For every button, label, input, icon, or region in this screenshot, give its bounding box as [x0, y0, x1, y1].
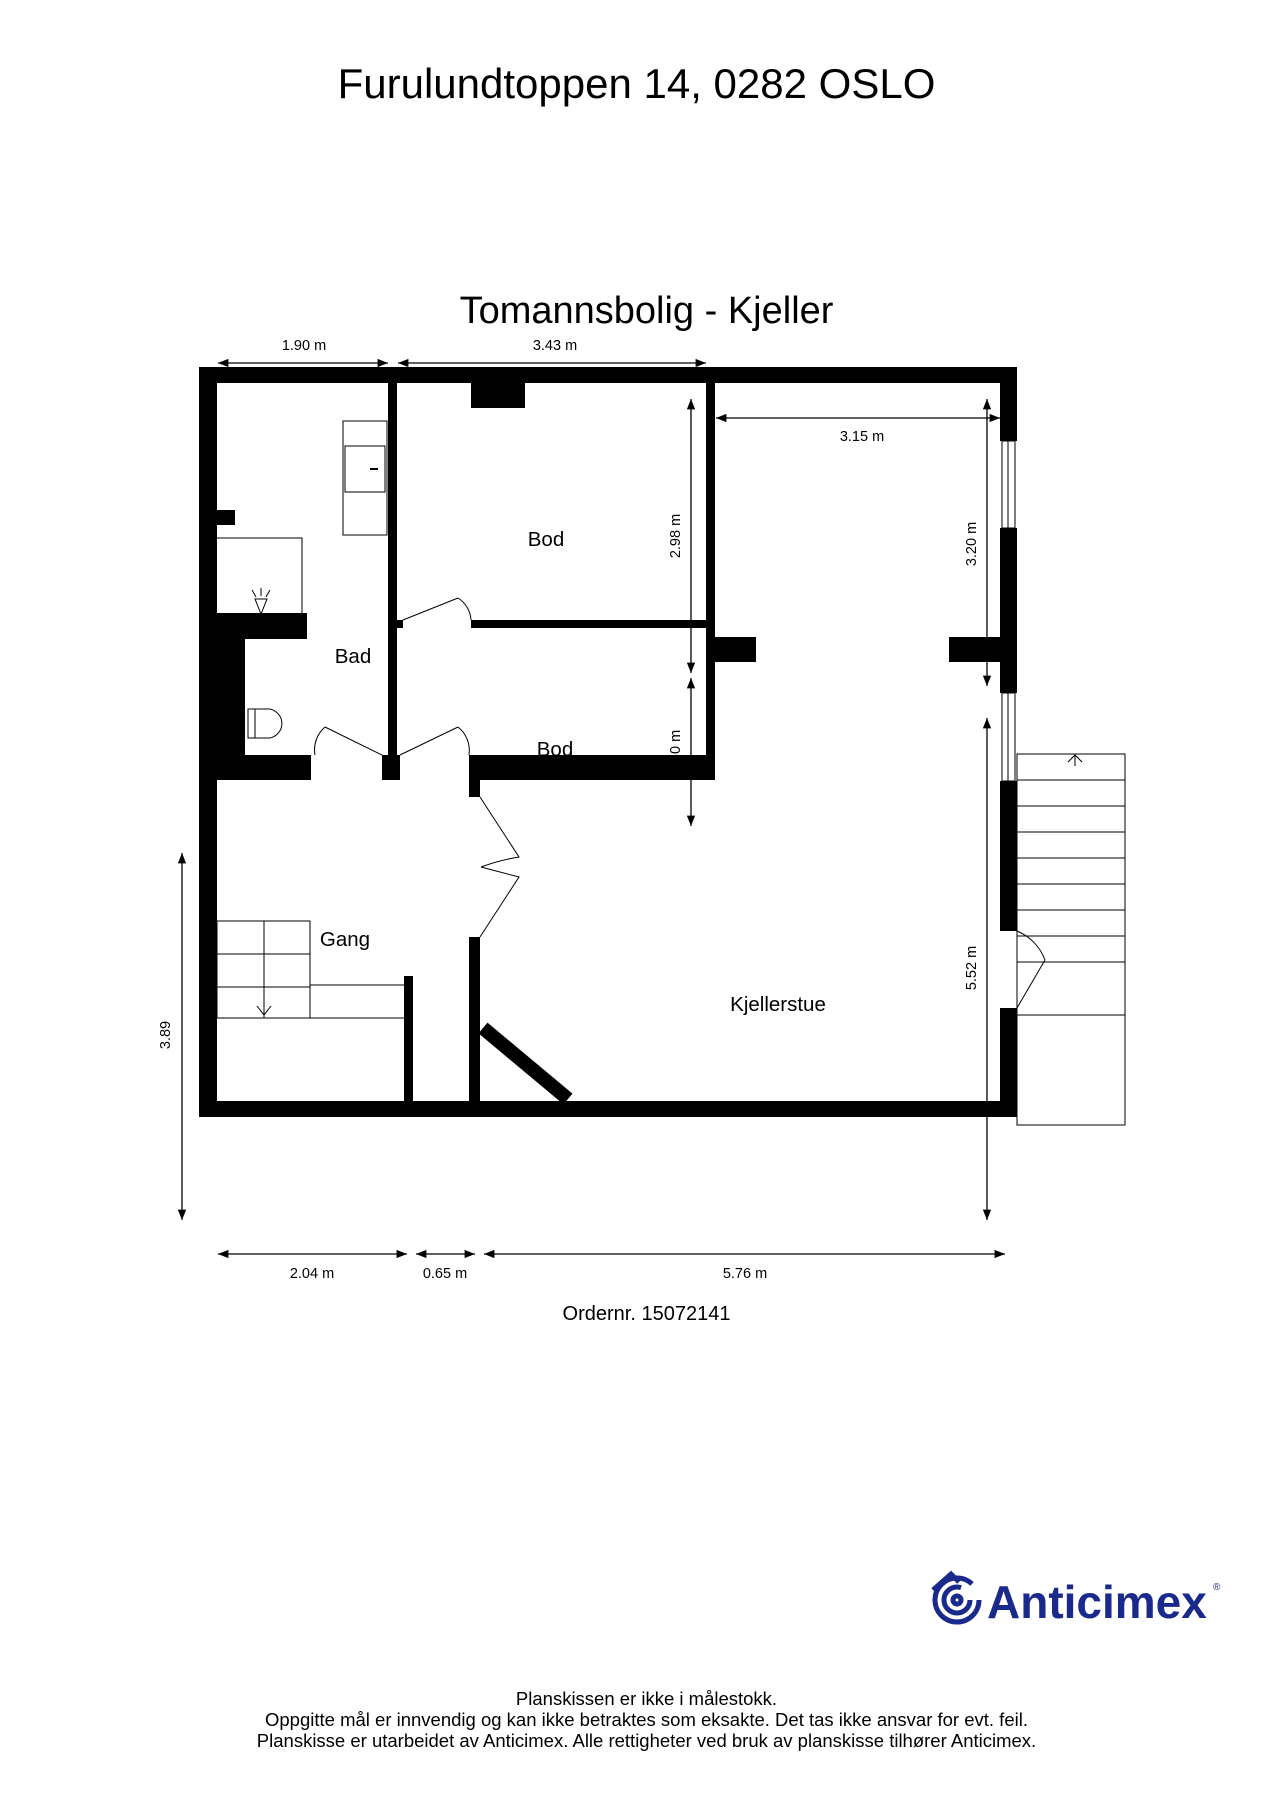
- room-label-kjellerstue: Kjellerstue: [730, 993, 826, 1016]
- dim-left-gang: 3.89: [158, 1021, 174, 1049]
- windows: [1001, 440, 1016, 782]
- double-door-kjellerstue: [479, 796, 520, 938]
- dim-right-lower: 5.52 m: [964, 946, 980, 990]
- dim-right-upper: 3.20 m: [964, 522, 980, 566]
- anticimex-logo: Anticimex ®: [931, 1570, 1221, 1628]
- anticimex-spiral-house-icon: [931, 1570, 982, 1625]
- stair-up-arrow-icon: [1067, 754, 1083, 766]
- dim-bottom-left: 2.04 m: [290, 1266, 334, 1282]
- room-label-bod-upper: Bod: [528, 528, 564, 551]
- dim-bod-lower-depth: 1.60 m: [668, 730, 684, 774]
- disclaimer-line-3: Planskisse er utarbeidet av Anticimex. A…: [256, 1730, 1037, 1751]
- dim-top-left: 1.90 m: [282, 338, 326, 354]
- disclaimer-line-1: Planskissen er ikke i målestokk.: [515, 1688, 778, 1709]
- fixtures: [216, 420, 1126, 1126]
- svg-text:Anticimex: Anticimex: [987, 1576, 1207, 1628]
- room-label-gang: Gang: [320, 928, 370, 951]
- dim-bottom-right: 5.76 m: [723, 1266, 767, 1282]
- room-label-bod-lower: Bod: [537, 738, 573, 761]
- stair-outside: [1016, 753, 1126, 1126]
- stair-arrow-icon: [256, 990, 272, 1016]
- order-number: Ordernr. 15072141: [562, 1303, 731, 1325]
- door-bod-lower: [399, 726, 470, 756]
- disclaimer-line-2: Oppgitte mål er innvendig og kan ikke be…: [265, 1709, 1028, 1730]
- disclaimer: Planskissen er ikke i målestokk. Oppgitt…: [0, 1688, 1273, 1751]
- room-labels: Bod Bad Bod Gang Kjellerstue: [320, 528, 826, 1016]
- dimension-labels: 1.90 m 3.43 m 3.15 m 2.98 m 1.60 m 3.20 …: [158, 338, 980, 1282]
- shower-head-icon: [251, 588, 271, 616]
- shower: [217, 537, 303, 613]
- dim-kjellerstue-width: 3.15 m: [840, 429, 884, 445]
- svg-text:®: ®: [1213, 1582, 1221, 1593]
- dim-bod-upper-depth: 2.98 m: [668, 514, 684, 558]
- entrance-door: [1016, 930, 1046, 1009]
- sink: [344, 445, 386, 493]
- address-title: Furulundtoppen 14, 0282 OSLO: [337, 60, 936, 107]
- room-label-bad: Bad: [335, 645, 371, 668]
- dim-bottom-mid: 0.65 m: [423, 1266, 467, 1282]
- door-bod-upper: [402, 597, 472, 621]
- sink-cabinet: [342, 420, 388, 536]
- toilet-icon: [247, 708, 283, 739]
- floor-title: Tomannsbolig - Kjeller: [459, 290, 834, 332]
- dimension-lines: [177, 358, 1005, 1259]
- dim-top-mid: 3.43 m: [533, 338, 577, 354]
- door-bad: [314, 726, 383, 756]
- walls: [199, 367, 1017, 1117]
